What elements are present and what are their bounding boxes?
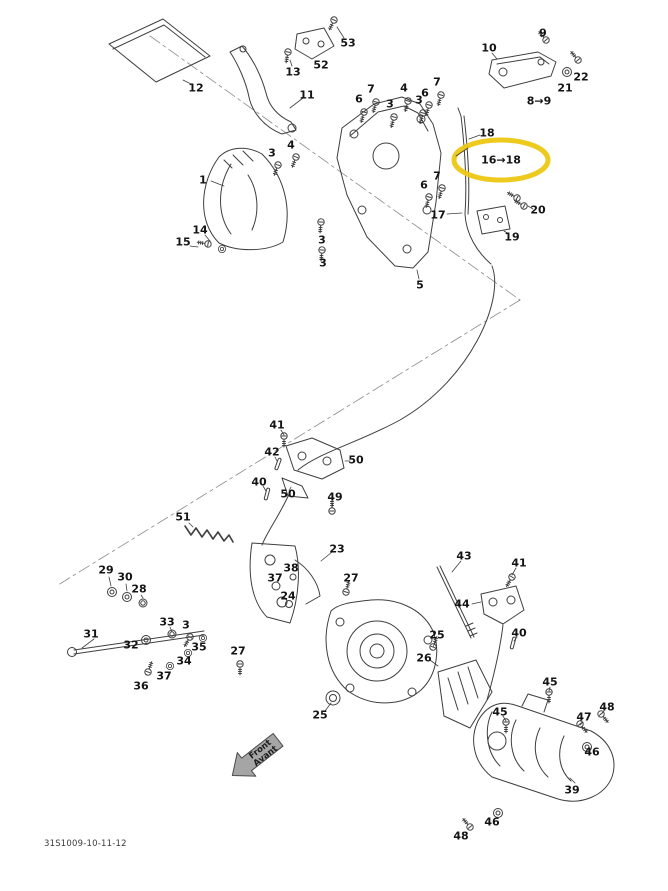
support-plate-5	[336, 96, 442, 269]
bracket-50	[261, 437, 345, 546]
steering-arm-11	[229, 45, 297, 135]
bracket-19	[476, 205, 511, 235]
front-direction-arrow: Front Avant	[231, 732, 284, 777]
centerlines	[57, 35, 521, 586]
mount-bracket-23	[249, 542, 321, 624]
linkage-rod-31	[67, 630, 205, 657]
tie-rod-43	[436, 565, 478, 639]
hardware-fasteners	[107, 15, 612, 833]
cover-1	[203, 147, 288, 251]
handle-support-10	[488, 51, 557, 89]
steering-rod-17	[297, 107, 496, 471]
highlight-ellipse	[451, 137, 551, 183]
muffler-39	[473, 693, 615, 802]
leader-lines	[81, 26, 605, 784]
diagram-code: 31S1009-10-11-12	[44, 839, 127, 849]
spring-51	[184, 525, 234, 543]
deflector-panel-12	[108, 18, 211, 83]
bracket-44	[480, 585, 525, 701]
pump-housing-26	[325, 599, 493, 729]
bracket-52	[294, 27, 335, 60]
